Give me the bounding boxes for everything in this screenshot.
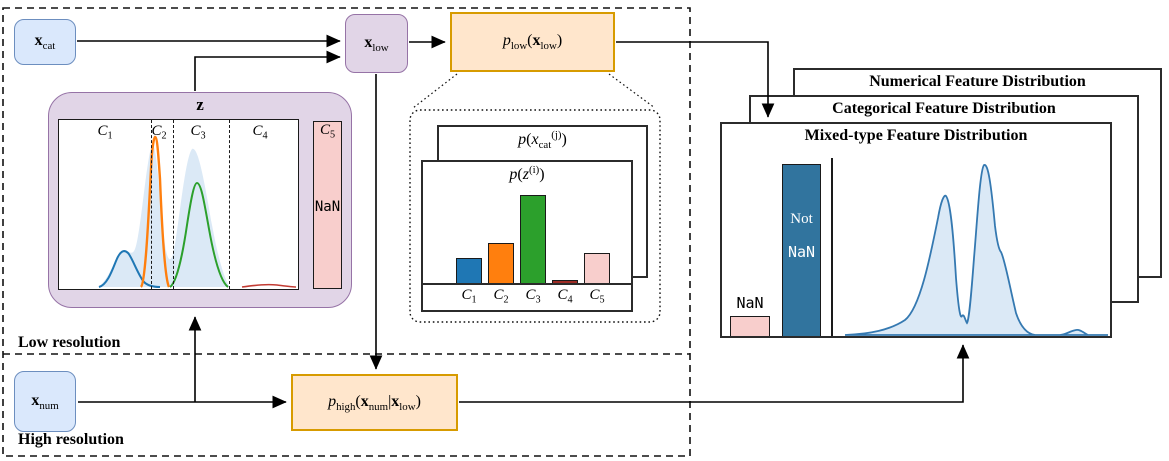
axis-label-c5: C5 [589, 287, 605, 306]
inset-dotted-box [409, 109, 661, 323]
outer-dashed-box [2, 7, 691, 457]
p-xcat-title: p(xcat(j)) [518, 129, 567, 151]
notnan-text-nan: NaN [787, 243, 816, 261]
z-bin-label-c4: C4 [252, 123, 268, 142]
z-label: z [196, 95, 204, 114]
axis-label-c1: C1 [461, 287, 477, 306]
mixture-silhouette-area [98, 144, 230, 287]
inset-bar-C5 [584, 253, 610, 283]
axis-label-c3: C3 [525, 287, 541, 306]
p-z-title: p(z(i)) [509, 164, 545, 183]
z-density-plot: C1 C2 C3 C4 [58, 119, 299, 290]
xnum-node: xnum [14, 371, 76, 432]
inset-zoom-left-dotted-line [412, 73, 458, 109]
inset-bar-C3 [520, 195, 546, 283]
mixed-nan-bar [730, 316, 770, 336]
pz-bar-axis: C1 C2 C3 C4 C5 [423, 283, 631, 310]
z-bin-label-c1: C1 [97, 123, 113, 142]
bimodal-density-path [844, 164, 1108, 336]
phigh-label: phigh(xnum|xlow) [328, 392, 421, 413]
mixed-panel-title: Mixed-type Feature Distribution [804, 127, 1028, 144]
xnum-label: xnum [31, 391, 59, 412]
axis-label-c4: C4 [557, 287, 573, 306]
z-latent-container: z C1 C2 C3 C4 C5 NaN [48, 92, 352, 308]
blue-density-curve [98, 250, 161, 288]
phigh-model-node: phigh(xnum|xlow) [291, 374, 458, 431]
green-density-curve [169, 181, 229, 288]
categorical-panel-title: Categorical Feature Distribution [832, 100, 1056, 117]
xlow-node: xlow [345, 14, 408, 73]
axis-label-c2: C2 [493, 287, 509, 306]
xlow-label: xlow [364, 33, 389, 54]
notnan-text-not: Not [790, 211, 813, 227]
z-bin-label-c5: C5 [319, 122, 336, 141]
axis-divider-line [831, 158, 833, 336]
pz-bar-chart [423, 195, 631, 283]
xcat-node: xcat [14, 19, 76, 65]
z-density-curves [98, 135, 297, 288]
z-bin-label-c3: C3 [190, 123, 206, 142]
bin-divider-dashed-2 [173, 120, 174, 289]
z-bin-label-c2: C2 [151, 123, 167, 142]
nan-bar-label: NaN [736, 294, 764, 312]
low-resolution-label: Low resolution [18, 334, 121, 351]
inset-zoom-right-dotted-line [608, 73, 656, 109]
mixed-notnan-bar: Not NaN [782, 164, 821, 336]
inset-bar-C2 [488, 243, 514, 283]
xcat-label: xcat [34, 32, 56, 52]
inset-bar-C4 [552, 280, 578, 283]
plow-model-node: plow(xlow) [450, 12, 615, 72]
numerical-panel-title: Numerical Feature Distribution [869, 73, 1086, 90]
orange-density-curve [139, 135, 171, 288]
mixed-distribution-panel: Mixed-type Feature Distribution NaN Not … [720, 122, 1112, 338]
inset-bar-C1 [456, 258, 482, 283]
plow-label: plow(xlow) [502, 32, 563, 52]
z-c5-nan-column: C5 NaN [313, 121, 342, 289]
red-density-curve [241, 283, 297, 288]
c5-nan-value: NaN [314, 198, 341, 215]
bin-divider-dashed-1 [151, 120, 152, 289]
numerical-density-curve [844, 164, 1108, 336]
bin-divider-dashed-3 [229, 120, 230, 289]
z-prob-panel: p(z(i)) C1 C2 C3 C4 C5 [421, 160, 633, 312]
high-resolution-label: High resolution [18, 431, 124, 448]
